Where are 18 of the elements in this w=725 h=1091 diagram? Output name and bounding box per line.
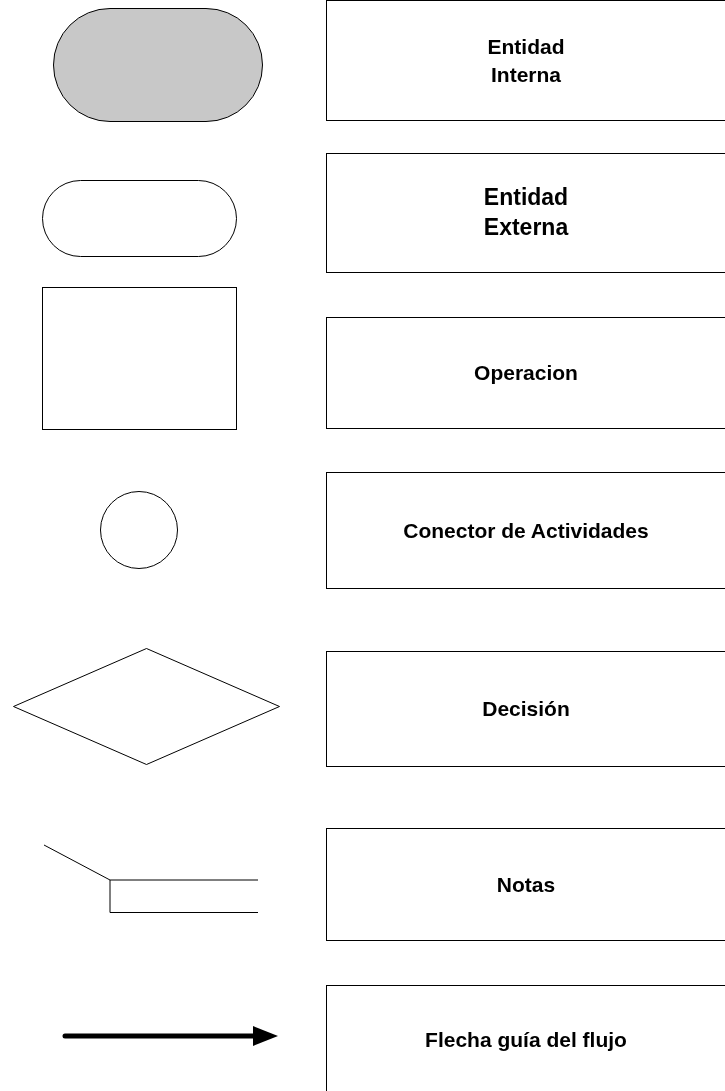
circle-shape: [100, 491, 178, 569]
label-box: [326, 828, 725, 941]
note-symbol-drawing: [44, 845, 258, 913]
label-text: Conector de Actividades: [403, 517, 649, 544]
label-text: Notas: [496, 871, 556, 898]
label-text: Entidad Interna: [486, 34, 566, 88]
label-box: [326, 153, 725, 273]
label-box: [326, 472, 725, 589]
label-box: [326, 317, 725, 429]
label-box: [326, 651, 725, 767]
label-box: [326, 0, 725, 121]
label-text: Decisión: [482, 696, 570, 723]
label-text: Entidad Externa: [482, 183, 570, 242]
decision-diamond: [13, 648, 280, 765]
label-box: [326, 985, 725, 1091]
rectangle-shape: [42, 287, 237, 430]
label-text: Operacion: [474, 360, 578, 387]
label-text: Flecha guía del flujo: [425, 1027, 627, 1054]
